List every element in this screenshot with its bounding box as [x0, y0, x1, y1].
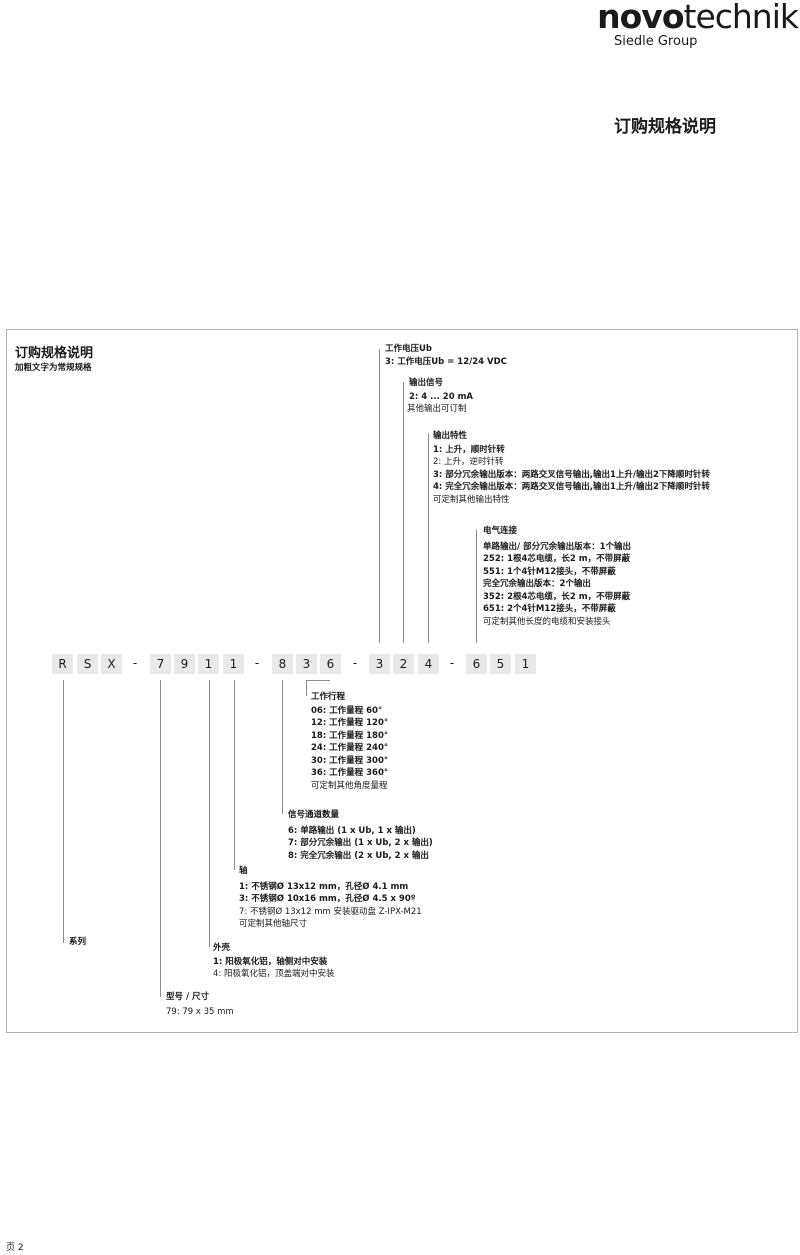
group-series: 系列: [69, 936, 86, 949]
group-line: 79: 79 x 35 mm: [166, 1006, 234, 1017]
brand-logo: novotechnik: [597, 0, 799, 36]
group-heading: 电气连接: [483, 526, 518, 536]
code-separator: -: [449, 656, 455, 670]
group-line: 3: 不锈钢Ø 10x16 mm，孔径Ø 4.5 x 90º: [239, 894, 416, 904]
group-line: 4: 阳极氧化铝，顶盖端对中安装: [213, 969, 335, 979]
connector-channels: [282, 680, 283, 814]
group-heading: 系列: [69, 937, 87, 947]
group-heading: 输出特性: [433, 431, 468, 441]
logo-light-text: technik: [683, 0, 799, 36]
group-line: 2: 4 ... 20 mA: [409, 391, 474, 402]
connector-electrical: [476, 530, 477, 643]
group-line: 7: 不锈钢Ø 13x12 mm 安装驱动盘 Z-IPX-M21: [239, 906, 422, 917]
group-electrical-angle: 工作行程 06: 工作量程 60° 12: 工作量程 120° 18: 工作量程…: [311, 691, 388, 792]
code-box-6b: 6: [466, 654, 487, 674]
code-box-7: 7: [150, 654, 171, 674]
code-box-1c: 1: [515, 654, 536, 674]
code-separator: -: [352, 656, 358, 670]
group-line: 24: 工作量程 240°: [311, 743, 389, 753]
connector-angle-join: [306, 680, 330, 681]
group-heading: 工作行程: [311, 692, 346, 702]
group-line: 1: 阳极氧化铝，轴侧对中安装: [213, 956, 328, 967]
code-separator: -: [254, 656, 260, 670]
group-line: 36: 工作量程 360°: [311, 768, 389, 778]
code-box-9: 9: [174, 654, 195, 674]
group-output-characteristic: 输出特性 1: 上升，顺时针转 2: 上升，逆时针转 3: 部分冗余输出版本：两…: [433, 430, 710, 506]
group-size: 型号 / 尺寸 79: 79 x 35 mm: [166, 991, 234, 1018]
code-box-5: 5: [490, 654, 511, 674]
page-title: 订购规格说明: [614, 117, 716, 137]
group-supply-voltage: 工作电压Ub 3: 工作电压Ub = 12/24 VDC: [385, 343, 507, 368]
group-line: 3: 部分冗余输出版本：两路交叉信号输出,输出1上升/输出2下降顺时针转: [433, 469, 710, 480]
group-shaft: 轴 1: 不锈钢Ø 13x12 mm，孔径Ø 4.1 mm 3: 不锈钢Ø 10…: [239, 865, 422, 931]
connector-output-characteristic: [428, 433, 429, 643]
connector-size: [160, 680, 161, 997]
group-heading: 型号 / 尺寸: [166, 992, 210, 1002]
logo-subtitle: Siedle Group: [614, 34, 698, 49]
group-line: 30: 工作量程 300°: [311, 755, 389, 766]
group-line: 可定制其他长度的电缆和安装接头: [483, 616, 611, 627]
group-line: 6: 单路输出 (1 x Ub, 1 x 输出): [288, 825, 416, 836]
group-line: 可定制其他角度量程: [311, 780, 388, 791]
group-channels: 信号通道数量 6: 单路输出 (1 x Ub, 1 x 输出) 7: 部分冗余输…: [288, 809, 433, 862]
code-box-1a: 1: [198, 654, 219, 674]
page-number: 页 2: [6, 1243, 24, 1253]
group-line: 352: 2根4芯电缆，长2 m，不带屏蔽: [483, 591, 631, 602]
group-housing: 外壳 1: 阳极氧化铝，轴侧对中安装 4: 阳极氧化铝，顶盖端对中安装: [213, 942, 334, 981]
ordering-panel: [6, 329, 798, 1033]
code-box-8: 8: [272, 654, 293, 674]
group-line: 4: 完全冗余输出版本：两路交叉信号输出,输出1上升/输出2下降顺时针转: [433, 482, 710, 492]
connector-series: [63, 680, 64, 943]
group-line: 1: 不锈钢Ø 13x12 mm，孔径Ø 4.1 mm: [239, 881, 409, 892]
group-line: 8: 完全冗余输出 (2 x Ub, 2 x 输出: [288, 850, 429, 861]
code-box-r: R: [52, 654, 73, 674]
code-box-s: S: [77, 654, 98, 674]
group-heading: 输出信号: [409, 378, 444, 388]
panel-subtitle: 加粗文字为常规规格: [15, 363, 92, 373]
group-line: 单路输出/ 部分冗余输出版本：1个输出: [483, 541, 631, 552]
group-line: 06: 工作量程 60°: [311, 705, 383, 716]
group-heading: 工作电压Ub: [385, 344, 432, 354]
group-line: 651: 2个4针M12接头，不带屏蔽: [483, 604, 616, 614]
group-line: 完全冗余输出版本：2个输出: [483, 579, 591, 589]
group-line: 2: 上升，逆时针转: [433, 457, 504, 467]
code-box-1b: 1: [223, 654, 244, 674]
code-box-4: 4: [418, 654, 439, 674]
group-line: 可定制其他输出特性: [433, 494, 510, 505]
code-box-6: 6: [320, 654, 341, 674]
connector-housing: [209, 680, 210, 947]
connector-shaft: [234, 680, 235, 870]
connector-voltage: [379, 349, 380, 643]
group-line: 1: 上升，顺时针转: [433, 444, 505, 455]
connector-output-signal: [403, 382, 404, 643]
group-heading: 轴: [239, 866, 248, 876]
group-output-signal: 输出信号 2: 4 ... 20 mA 其他输出可订制: [407, 377, 474, 416]
group-line: 其他输出可订制: [407, 404, 467, 414]
group-electrical-connection: 电气连接 单路输出/ 部分冗余输出版本：1个输出 252: 1根4芯电缆，长2 …: [483, 525, 631, 628]
group-heading: 外壳: [213, 943, 231, 953]
panel-title: 订购规格说明: [15, 346, 94, 361]
code-separator: -: [132, 656, 138, 670]
group-line: 可定制其他轴尺寸: [239, 919, 308, 929]
code-box-3: 3: [296, 654, 317, 674]
group-heading: 信号通道数量: [288, 810, 340, 820]
code-box-3b: 3: [369, 654, 390, 674]
code-box-2: 2: [393, 654, 414, 674]
group-line: 12: 工作量程 120°: [311, 718, 389, 728]
group-line: 3: 工作电压Ub = 12/24 VDC: [385, 356, 507, 367]
group-line: 7: 部分冗余输出 (1 x Ub, 2 x 输出): [288, 838, 433, 848]
code-box-x: X: [101, 654, 122, 674]
group-line: 551: 1个4针M12接头，不带屏蔽: [483, 566, 616, 577]
group-line: 252: 1根4芯电缆，长2 m，不带屏蔽: [483, 554, 631, 564]
group-line: 18: 工作量程 180°: [311, 730, 389, 741]
logo-bold-text: novo: [597, 0, 684, 36]
connector-angle: [306, 680, 307, 696]
